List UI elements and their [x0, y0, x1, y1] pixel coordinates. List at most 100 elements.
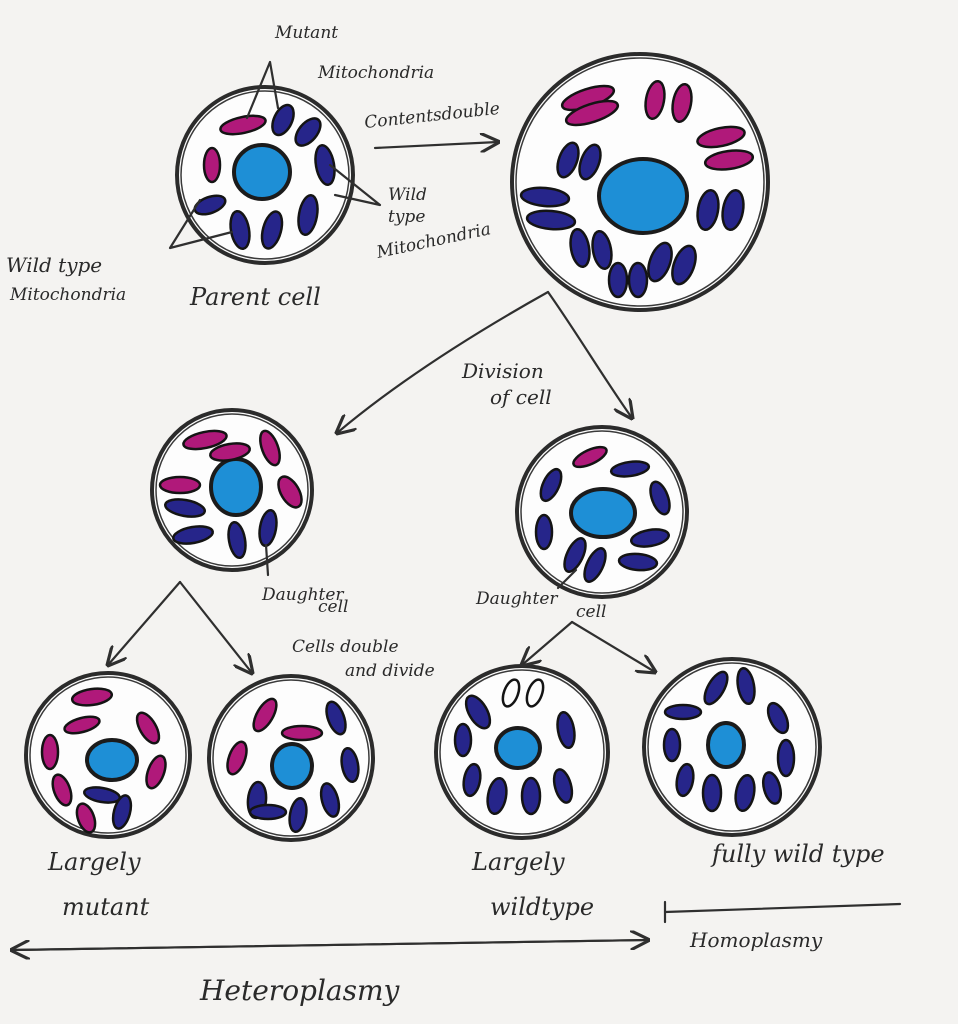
wild-type-mitochondrion: [569, 227, 591, 269]
mutant-mitochondrion: [51, 773, 73, 807]
mutant-mitochondrion: [671, 82, 693, 124]
wild-type-mitochondrion: [525, 209, 577, 231]
mutant-mitochondria-label-1: Mutant: [274, 23, 338, 43]
wild-type-mitochondrion: [556, 710, 576, 750]
wild-type-mitochondrion: [663, 703, 703, 721]
wild-type-mitochondrion: [583, 547, 607, 583]
nucleus: [494, 726, 542, 770]
wild-type-mitochondrion: [563, 537, 587, 573]
heteroplasmy-span-left-head: [12, 938, 650, 950]
wild-type-mitochondrion: [649, 480, 671, 516]
mutant-mitochondrion: [703, 149, 755, 171]
wild-type-mitochondrion: [164, 498, 206, 518]
mutant-mitochondrion: [572, 445, 608, 469]
wild-type-mitochondrion: [647, 241, 673, 283]
mutant-mitochondrion: [644, 79, 666, 121]
fully-wild-type-label: fully wild type: [710, 840, 885, 868]
grandchild-cell-2: [207, 674, 375, 842]
wild-type-mitochondrion: [464, 694, 492, 730]
grandchild-cell-4: [642, 657, 822, 837]
wild-type-left-label-1: Wild type: [6, 253, 102, 277]
wild-type-mitochondrion: [172, 525, 214, 545]
cells-double-label-2: and divide: [345, 661, 435, 681]
division-label-1: Division: [461, 359, 544, 383]
daughter-cell-left: [150, 408, 314, 572]
wild-type-mitochondrion: [701, 773, 723, 813]
daughter-right-label-2: cell: [576, 602, 606, 622]
wild-type-mitochondrion: [534, 513, 554, 551]
wild-type-mitochondrion: [453, 722, 473, 758]
wild-type-mitochondrion: [721, 188, 745, 232]
mutant-mitochondrion: [145, 754, 167, 790]
wild-type-mitochondrion: [227, 520, 247, 560]
mutant-mitochondria-label-2: Mitochondria: [317, 63, 434, 83]
empty-mitochondrion: [525, 678, 545, 708]
mutant-mitochondrion: [209, 442, 251, 462]
parent-cell-label: Parent cell: [189, 283, 321, 311]
wild-type-mitochondrion: [627, 261, 649, 299]
wild-type-mitochondrion: [766, 701, 790, 735]
daughter-left-label-1: Daughter: [261, 585, 344, 605]
wild-type-mitochondrion: [294, 117, 322, 147]
left-split-arrow-2: [178, 580, 252, 673]
wild-type-mitochondrion: [609, 460, 651, 478]
mutant-mitochondrion: [135, 711, 161, 745]
homoplasmy-label: Homoplasmy: [689, 928, 823, 952]
mutant-mitochondrion: [219, 114, 267, 136]
wild-type-mitochondrion: [578, 143, 602, 181]
mutant-mitochondrion: [277, 475, 303, 509]
wild-type-mitochondrion: [462, 762, 482, 798]
mutant-mitochondrion: [696, 125, 746, 149]
daughter-right-label-1: Daughter: [475, 589, 558, 609]
wild-type-mitochondrion: [288, 796, 308, 834]
nucleus: [209, 457, 263, 517]
mutant-mitochondrion: [202, 146, 222, 184]
division-arrow-right: [546, 290, 632, 418]
wild-type-mitochondrion: [776, 738, 796, 778]
wild-type-mitochondrion: [111, 794, 133, 830]
wild-type-mitochondrion: [297, 193, 319, 237]
division-label-2: of cell: [490, 385, 552, 409]
wildtype-right-pointer: [328, 163, 382, 207]
wild-type-mitochondrion: [671, 244, 697, 286]
right-split-arrow-1: [522, 620, 574, 665]
nucleus: [597, 157, 689, 235]
wild-type-mitochondrion: [193, 194, 227, 216]
contents-double-label: Contentsdouble: [363, 99, 500, 133]
mutant-pointer: [245, 60, 280, 120]
wild-type-mitochondrion: [340, 746, 360, 784]
cells-double-label-1: Cells double: [292, 637, 399, 657]
wild-type-mitochondrion: [675, 762, 695, 798]
wild-type-mitochondrion: [486, 776, 508, 816]
wild-type-mitochondrion: [519, 186, 571, 208]
mutant-mitochondrion: [182, 429, 228, 451]
wild-type-mitochondrion: [258, 508, 278, 548]
labels: Mutant Mitochondria Contentsdouble Wild …: [6, 23, 885, 1007]
wild-type-mitochondrion: [736, 666, 756, 706]
wild-type-mitochondrion: [734, 773, 756, 813]
wild-type-mitochondrion: [761, 771, 783, 805]
contents-double-arrow: [373, 142, 498, 148]
wild-type-mitochondrion: [260, 210, 284, 250]
largely-wild-type-label-2: wildtype: [490, 893, 594, 921]
wild-type-mitochondrion: [591, 229, 613, 271]
wild-type-mitochondrion: [271, 103, 295, 137]
wild-type-mitochondrion: [319, 782, 341, 818]
mutant-mitochondrion: [70, 687, 114, 707]
wild-type-mitochondrion: [629, 528, 671, 548]
nucleus: [232, 143, 292, 201]
left-split-arrow-1: [108, 580, 182, 665]
wild-type-mitochondrion: [696, 188, 720, 232]
nucleus: [706, 721, 746, 769]
doubled-cell: [510, 52, 770, 312]
heteroplasmy-label: Heteroplasmy: [199, 974, 401, 1007]
mutant-mitochondrion: [158, 475, 202, 495]
wild-type-right-label-2: type: [388, 207, 425, 227]
parent-cell: [175, 85, 355, 265]
mutant-mitochondrion: [63, 715, 101, 735]
wild-type-mitochondrion: [607, 261, 629, 299]
wild-type-mitochondrion: [539, 467, 563, 503]
wild-type-mitochondrion: [662, 727, 682, 763]
daughter-cell-right: [515, 425, 689, 599]
